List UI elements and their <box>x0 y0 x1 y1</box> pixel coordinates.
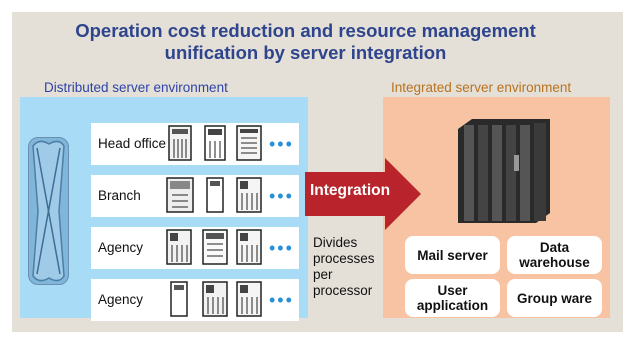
server-tower-icon <box>236 281 262 317</box>
box-label: Mail server <box>417 247 488 263</box>
network-cloud-icon <box>28 137 69 285</box>
more-servers-icon: ••• <box>269 238 294 258</box>
server-tower-icon <box>168 125 192 161</box>
server-tower-icon <box>202 281 228 317</box>
more-servers-icon: ••• <box>269 134 294 154</box>
integrated-server-rack-icon <box>458 119 550 223</box>
server-tower-icon <box>166 229 192 265</box>
note-line: processes <box>313 251 375 266</box>
site-row-branch: Branch ••• <box>91 175 299 217</box>
group-ware-box: Group ware <box>507 279 602 317</box>
diagram-title-line-1: Operation cost reduction and resource ma… <box>75 20 536 41</box>
site-label: Head office <box>98 136 167 151</box>
site-row-agency-1: Agency ••• <box>91 227 299 269</box>
server-tower-icon <box>236 177 262 213</box>
box-label-line: User <box>437 283 468 298</box>
site-label: Branch <box>98 188 141 203</box>
server-tower-icon <box>166 177 194 213</box>
mail-server-box: Mail server <box>405 236 500 274</box>
site-row-head-office: Head office ••• <box>91 123 299 165</box>
data-warehouse-box: Data warehouse <box>507 236 602 274</box>
site-label: Agency <box>98 292 144 307</box>
note-line: per <box>313 267 333 282</box>
divides-note: Divides processes per processor <box>313 235 393 299</box>
server-cabinet-icon <box>202 229 228 265</box>
distributed-env-label: Distributed server environment <box>44 80 228 95</box>
integration-arrow-icon <box>305 158 421 230</box>
box-label-line: warehouse <box>519 255 590 270</box>
user-application-box: User application <box>405 279 500 317</box>
box-label: Group ware <box>516 290 592 306</box>
note-line: processor <box>313 283 373 298</box>
integration-label: Integration <box>310 182 391 199</box>
diagram-title-line-2: unification by server integration <box>164 42 447 63</box>
site-row-agency-2: Agency ••• <box>91 279 299 321</box>
more-servers-icon: ••• <box>269 290 294 310</box>
server-cabinet-icon <box>236 125 262 161</box>
server-tower-icon <box>236 229 262 265</box>
server-tower-icon <box>206 177 224 213</box>
site-label: Agency <box>98 240 144 255</box>
box-label-line: Data <box>539 240 570 255</box>
server-tower-icon <box>170 281 188 317</box>
more-servers-icon: ••• <box>269 186 294 206</box>
integrated-env-label: Integrated server environment <box>391 80 572 95</box>
box-label-line: application <box>416 298 489 313</box>
note-line: Divides <box>313 235 358 250</box>
server-tower-icon <box>204 125 226 161</box>
